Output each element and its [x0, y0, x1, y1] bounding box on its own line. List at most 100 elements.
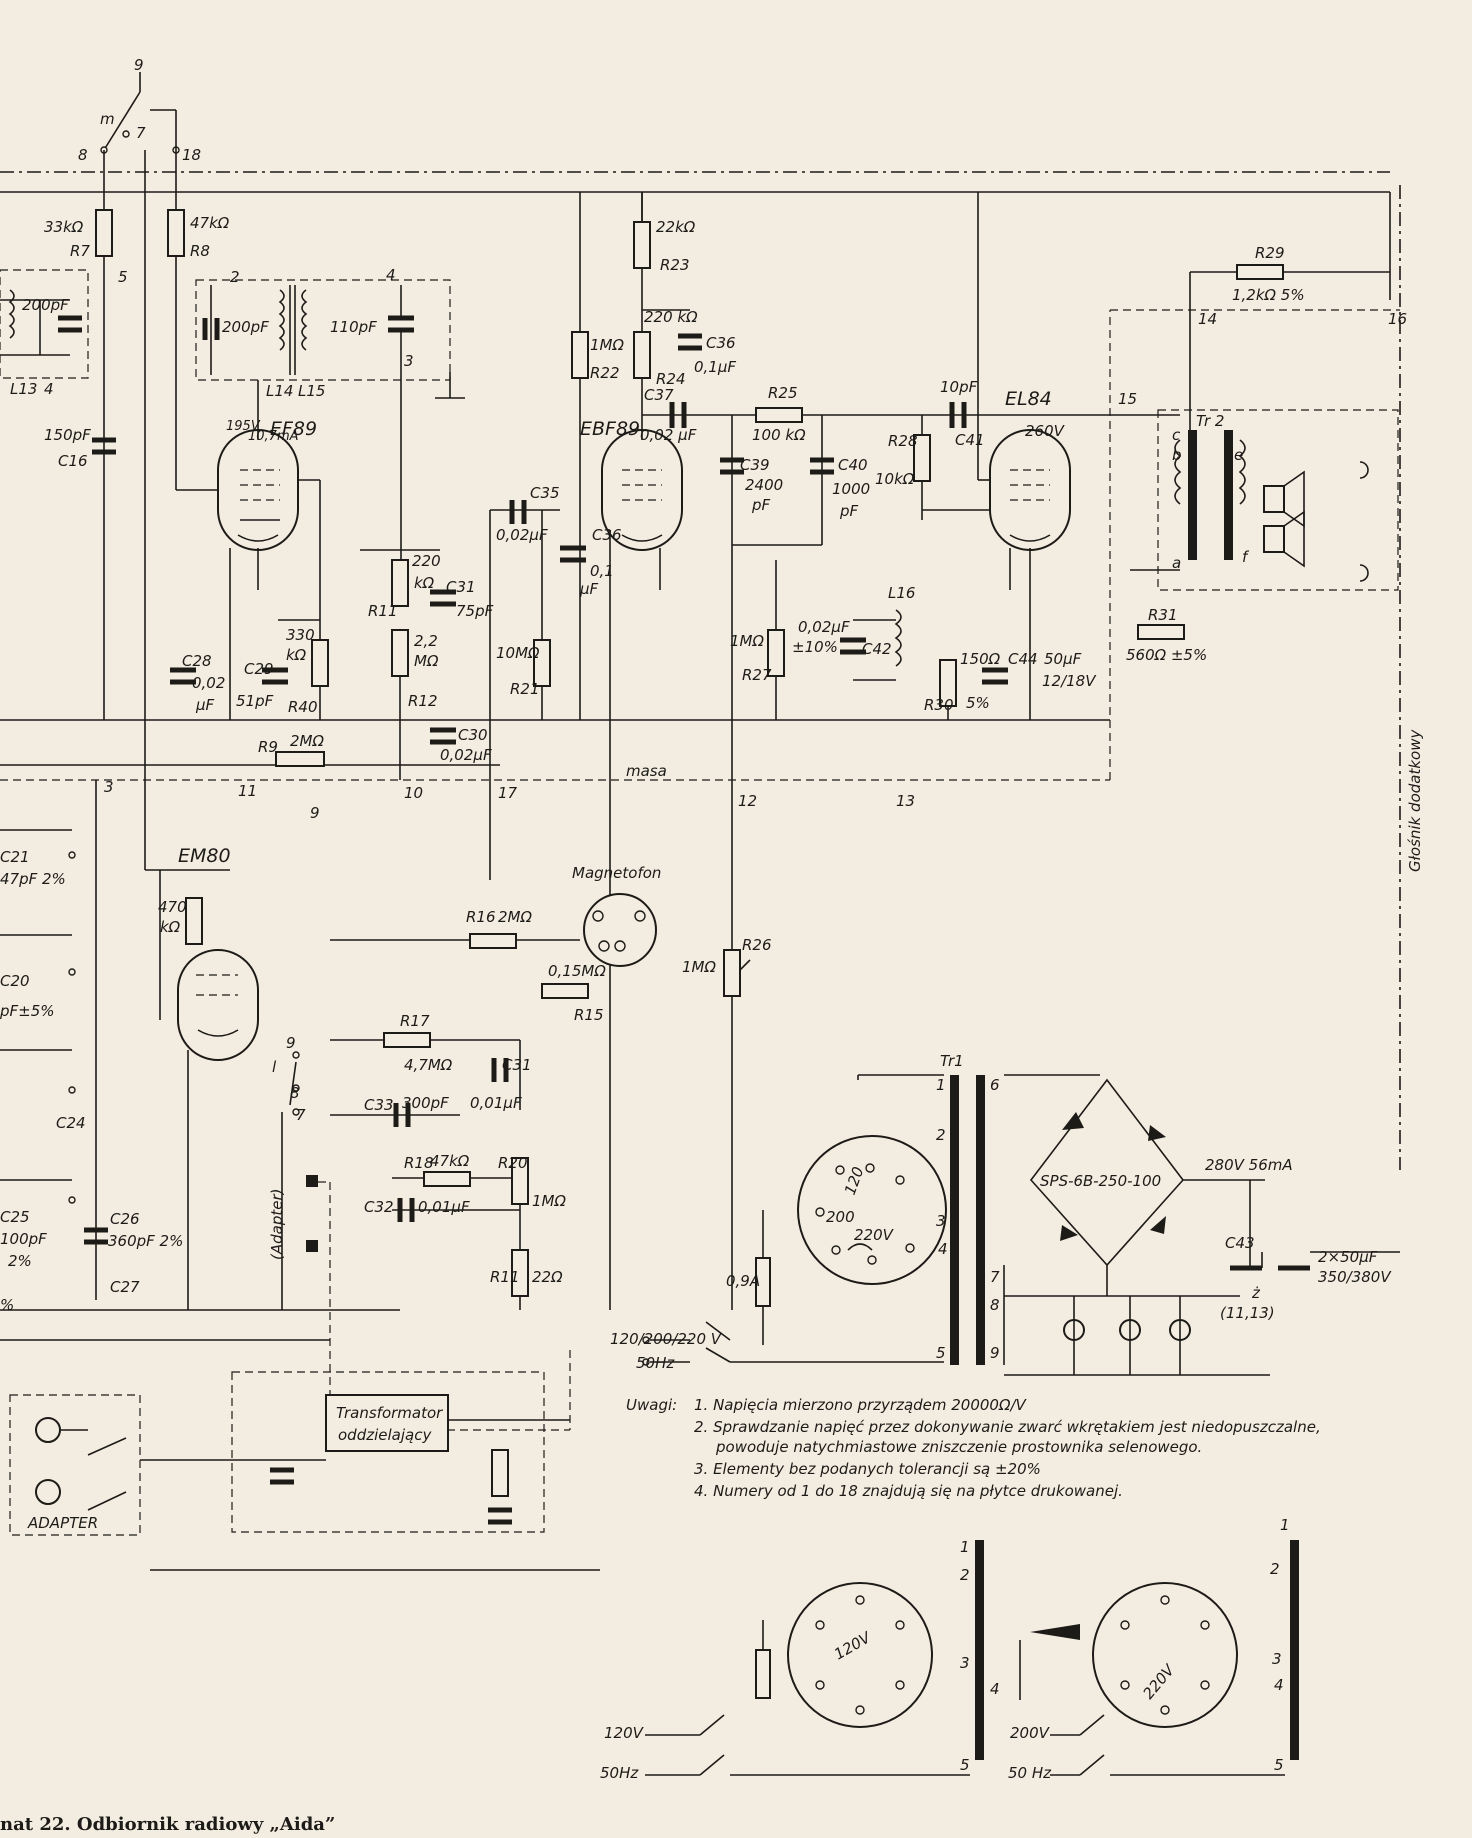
- r27-label: R27: [742, 666, 772, 684]
- el84-label: EL84: [1005, 388, 1052, 410]
- c20-value: pF±5%: [0, 1002, 55, 1020]
- c36-low-unit: μF: [579, 580, 599, 598]
- c31-low-label: C31: [502, 1056, 532, 1074]
- if-transformer: [195, 279, 465, 560]
- switch-l-label: l: [272, 1058, 277, 1076]
- c32-label: C32: [364, 1198, 394, 1216]
- c33-value: 300pF: [402, 1094, 449, 1112]
- r40-value: 330: [286, 626, 315, 644]
- r23-resistor: [633, 192, 651, 269]
- b1-pin-5: 5: [960, 1756, 970, 1774]
- c43-capacitor: [1230, 1251, 1400, 1271]
- function-switch[interactable]: [281, 1051, 300, 1310]
- tr1-pin-3: 3: [936, 1212, 946, 1230]
- em80-label: EM80: [178, 845, 231, 867]
- c37-value: 0,02 μF: [640, 426, 697, 444]
- tr2-e: e: [1234, 446, 1243, 464]
- node-2: 2: [230, 268, 240, 286]
- c31-low-value: 0,01μF: [470, 1094, 522, 1112]
- c16-label: C16: [58, 452, 88, 470]
- c41-label: C41: [955, 431, 985, 449]
- pilot-lamps: [1004, 1296, 1270, 1376]
- mains-switch[interactable]: [642, 1321, 944, 1366]
- c33-label: C33: [364, 1096, 394, 1114]
- c24-label: C24: [56, 1114, 86, 1132]
- c44-capacitor: [982, 667, 1008, 685]
- r25-label: R25: [768, 384, 798, 402]
- bus-lines: [0, 171, 1401, 1170]
- r29-resistor: [1189, 264, 1390, 460]
- c27-label: C27: [110, 1278, 140, 1296]
- r30-label: R30: [924, 696, 954, 714]
- band-switch-left[interactable]: [0, 780, 400, 1341]
- c28-unit: μF: [195, 696, 215, 714]
- r17-value: 4,7MΩ: [404, 1056, 453, 1074]
- r7-resistor: [95, 192, 113, 720]
- r25-resistor: [755, 407, 803, 423]
- c39-unit: pF: [751, 496, 771, 514]
- voltage-selector-main[interactable]: [797, 1135, 947, 1285]
- band-switch-top[interactable]: [100, 72, 230, 871]
- adapter-box: [9, 1394, 141, 1536]
- c26-value: 360pF 2%: [108, 1232, 183, 1250]
- r11-r12-network: [360, 549, 456, 780]
- r21-value: 10MΩ: [496, 644, 540, 662]
- node-8-top: 8: [78, 146, 88, 164]
- mains-hz-label: 50Hz: [636, 1354, 675, 1372]
- r31-label: R31: [1148, 606, 1178, 624]
- r12-value: 2,2: [414, 632, 438, 650]
- r40-resistor: [262, 619, 329, 687]
- r20-value: 1MΩ: [532, 1192, 566, 1210]
- c35-value: 0,02μF: [496, 526, 548, 544]
- c44-rating: 12/18V: [1042, 672, 1097, 690]
- c37-capacitor: [642, 402, 1110, 428]
- c-110pf: 110pF: [330, 318, 377, 336]
- r40-unit: kΩ: [286, 646, 307, 664]
- transformer-box-line2: oddzielający: [338, 1426, 432, 1444]
- c31-top-label: C31: [446, 578, 476, 596]
- l15-label: L15: [298, 382, 325, 400]
- r31-resistor: [1137, 624, 1185, 640]
- c30-label: C30: [458, 726, 488, 744]
- c41-value: 10pF: [940, 378, 978, 396]
- r7-label: R7: [70, 242, 90, 260]
- c43-rating: 350/380V: [1318, 1268, 1392, 1286]
- r18-value: 47kΩ: [430, 1152, 470, 1170]
- r11-top-unit: kΩ: [414, 574, 435, 592]
- voltage-selector-220[interactable]: [1019, 1540, 1299, 1776]
- bottom1-hz: 50Hz: [600, 1764, 639, 1782]
- voltage-selector-120[interactable]: [645, 1540, 984, 1776]
- r17-label: R17: [400, 1012, 430, 1030]
- r28-value: 10kΩ: [875, 470, 915, 488]
- isolation-transformer-box: [140, 1371, 600, 1571]
- node-11: 11: [238, 782, 257, 800]
- r21-resistor: [533, 510, 551, 720]
- c42-l16: [840, 609, 902, 681]
- r26-label: R26: [742, 936, 772, 954]
- r29-label: R29: [1255, 244, 1285, 262]
- b1-pin-1: 1: [960, 1538, 970, 1556]
- tr2-f: f: [1242, 548, 1250, 566]
- extra-speaker-label: Głośnik dodatkowy: [1406, 729, 1424, 872]
- tr1-pin-8: 8: [990, 1296, 1000, 1314]
- c-200pf-if: 200pF: [222, 318, 269, 336]
- r15-label: R15: [574, 1006, 604, 1024]
- r26-potentiometer[interactable]: [723, 545, 751, 1310]
- ef89-anode-voltage: 195V: [226, 419, 261, 434]
- r7-value: 33kΩ: [44, 218, 84, 236]
- tr2-label: Tr 2: [1196, 412, 1224, 430]
- magnetofon-label: Magnetofon: [572, 864, 661, 882]
- c40-label: C40: [838, 456, 868, 474]
- node-10: 10: [404, 784, 423, 802]
- node-16: 16: [1388, 310, 1407, 328]
- r24-label: R24: [656, 370, 686, 388]
- c40-capacitor: [732, 415, 834, 546]
- r9-label: R9: [258, 738, 278, 756]
- notes-heading: Uwagi:: [626, 1396, 677, 1414]
- r24-resistor: [633, 309, 702, 379]
- magnetofon-socket[interactable]: [583, 893, 657, 967]
- node-18: 18: [182, 146, 201, 164]
- r15-resistor: [541, 983, 589, 999]
